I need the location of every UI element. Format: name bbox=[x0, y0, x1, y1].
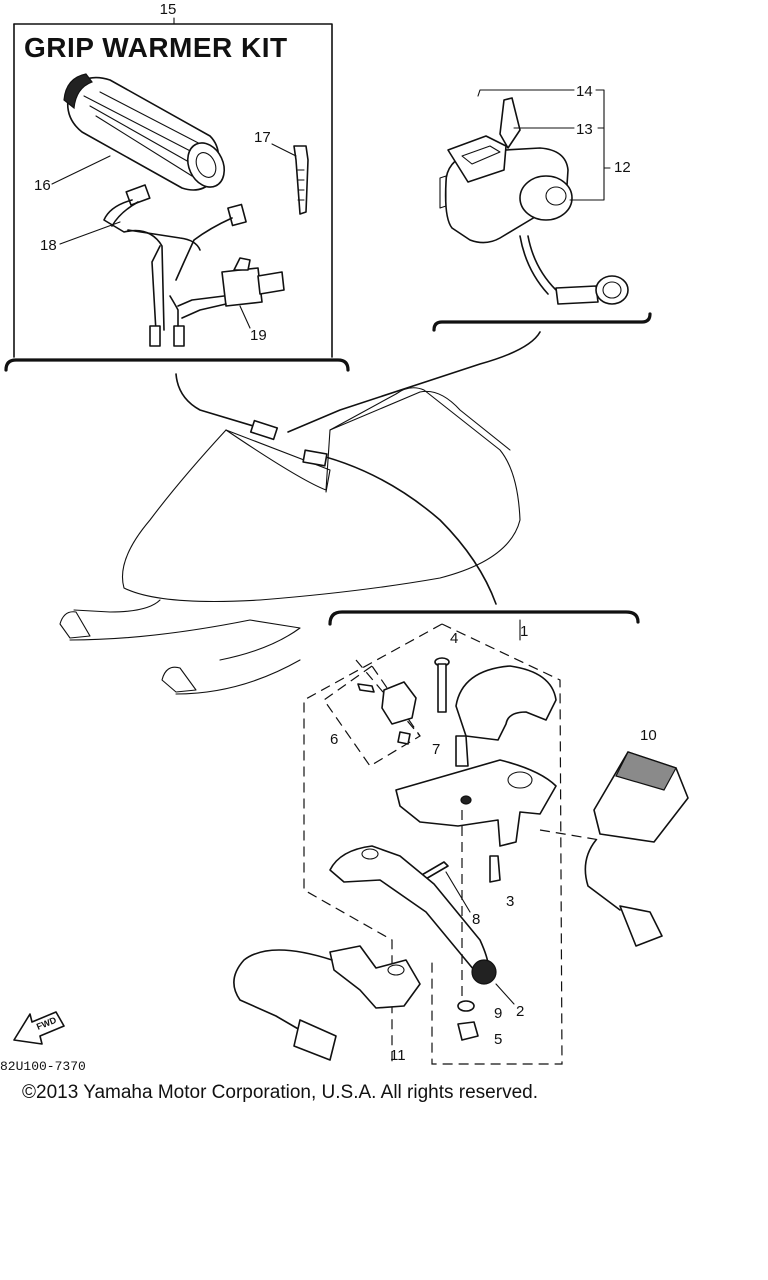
callout-9: 9 bbox=[494, 1005, 502, 1022]
callout-1: 1 bbox=[520, 623, 528, 640]
callout-18: 18 bbox=[40, 237, 57, 254]
callout-5: 5 bbox=[494, 1031, 502, 1048]
callout-10: 10 bbox=[640, 727, 657, 744]
diagram-code: 82U100-7370 bbox=[0, 1059, 86, 1074]
grip-warmer-switch bbox=[177, 257, 285, 319]
screw-4 bbox=[434, 657, 450, 713]
brake-lever-2 bbox=[329, 845, 497, 985]
brake-switch-11 bbox=[233, 945, 421, 1061]
nut-5 bbox=[457, 1021, 479, 1041]
lever-cover bbox=[455, 665, 557, 741]
grip-warmer-kit-panel: 15 GRIP WARMER KIT 16 17 bbox=[4, 1, 350, 372]
callout-15: 15 bbox=[160, 1, 177, 18]
callout-4: 4 bbox=[450, 630, 458, 647]
callout-13: 13 bbox=[576, 121, 593, 138]
callout-14: 14 bbox=[576, 83, 593, 100]
callout-19: 19 bbox=[250, 327, 267, 344]
callout-12: 12 bbox=[614, 159, 631, 176]
washer-9 bbox=[457, 1000, 475, 1012]
callout-8: 8 bbox=[472, 911, 480, 928]
lever-bracket bbox=[395, 759, 557, 847]
brake-switch-6 bbox=[357, 681, 417, 745]
cable-band bbox=[293, 145, 309, 215]
throttle-housing-panel: 14 13 12 bbox=[432, 83, 652, 332]
callout-3: 3 bbox=[506, 893, 514, 910]
brake-lever-assembly-panel: 1 4 6 7 3 8 bbox=[233, 610, 689, 1065]
collar-7 bbox=[455, 735, 469, 767]
wire-harness bbox=[103, 184, 247, 347]
screw-3 bbox=[489, 855, 501, 883]
callout-6: 6 bbox=[330, 731, 338, 748]
fwd-direction-icon: FWD bbox=[13, 1011, 65, 1045]
throttle-housing bbox=[439, 97, 629, 305]
callout-17: 17 bbox=[254, 129, 271, 146]
heated-grip bbox=[63, 73, 226, 191]
callout-2: 2 bbox=[516, 1003, 524, 1020]
copyright-notice: ©2013 Yamaha Motor Corporation, U.S.A. A… bbox=[22, 1082, 538, 1103]
callout-7: 7 bbox=[432, 741, 440, 758]
kit-title: GRIP WARMER KIT bbox=[24, 32, 288, 63]
snowmobile-outline bbox=[59, 331, 541, 695]
relay-10 bbox=[584, 751, 689, 947]
callout-11: 11 bbox=[390, 1047, 406, 1064]
callout-16: 16 bbox=[34, 177, 51, 194]
